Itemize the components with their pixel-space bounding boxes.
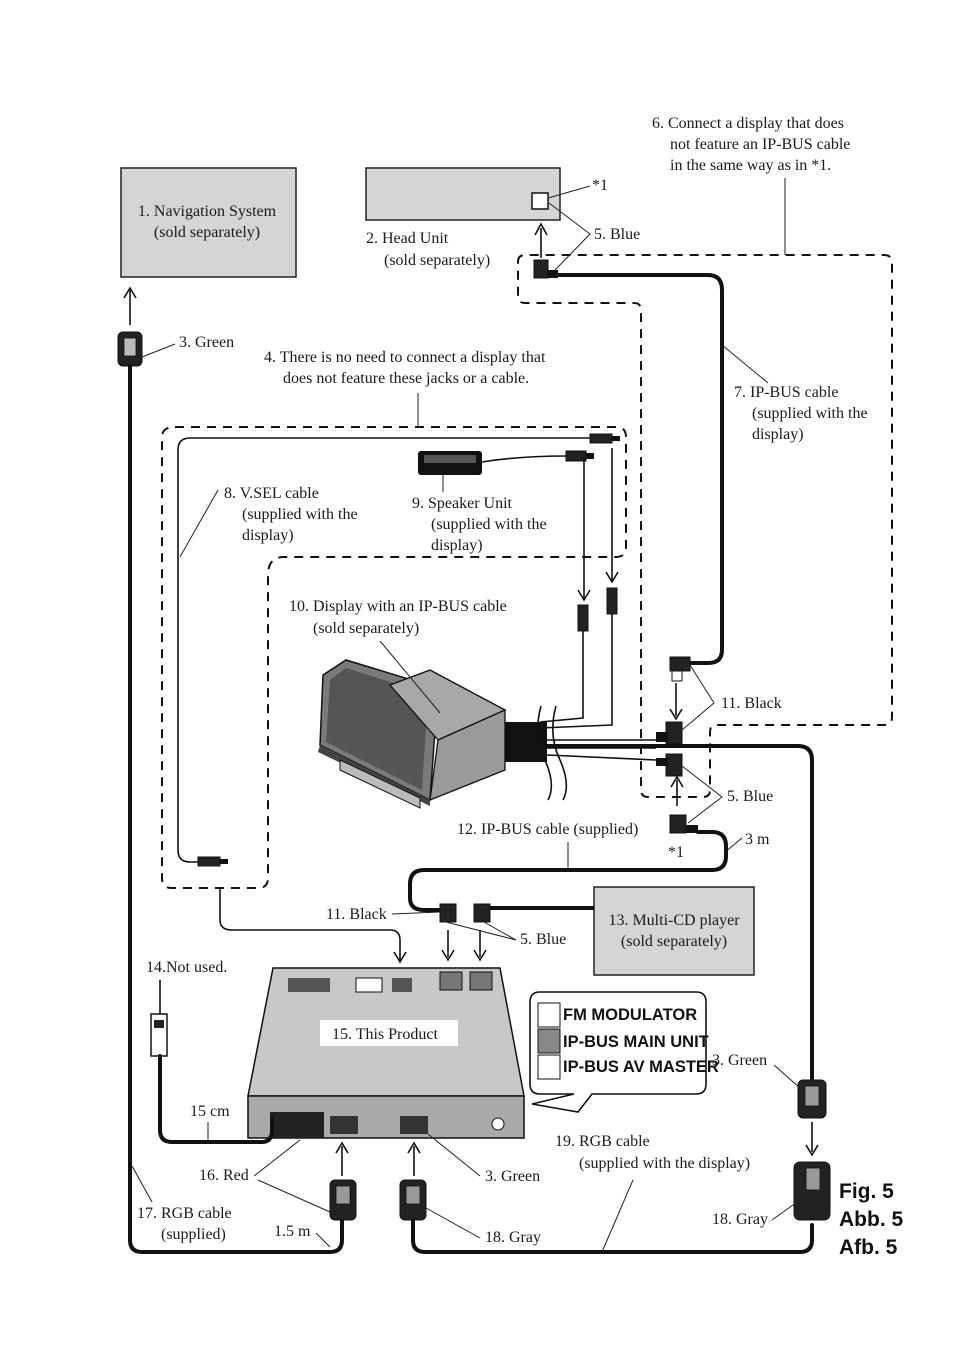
green-rgb-connector-right xyxy=(797,1079,827,1119)
rgb17-l2: (supplied) xyxy=(161,1226,226,1243)
star1-b: *1 xyxy=(668,844,684,861)
vsel-plug-bottom xyxy=(197,856,228,867)
note6-l3: in the same way as in *1. xyxy=(670,157,831,174)
m3-label: 3 m xyxy=(745,831,770,848)
vsel-plug-top xyxy=(589,433,620,444)
red16-label: 16. Red xyxy=(199,1167,249,1184)
this-product xyxy=(247,967,525,1139)
display-jack-a xyxy=(577,604,589,632)
gray-rgb-connector-product xyxy=(399,1179,427,1221)
note6-l2: not feature an IP-BUS cable xyxy=(670,136,850,153)
star1-a: *1 xyxy=(592,177,608,194)
green3-a: 3. Green xyxy=(179,334,234,351)
rgb19-l1: 19. RGB cable xyxy=(555,1133,650,1150)
rgb-cable-19-lower xyxy=(411,1218,814,1254)
ipbus7-l2: (supplied with the xyxy=(752,405,868,422)
product15-label: 15. This Product xyxy=(332,1026,438,1043)
nav-label: 1. Navigation System xyxy=(138,203,277,220)
gray-rgb-connector-right xyxy=(793,1161,831,1221)
display-unit xyxy=(318,659,547,809)
ipbus7-l1: 7. IP-BUS cable xyxy=(734,384,838,401)
fig-label: Fig. 5 xyxy=(839,1180,894,1203)
note4-l1: 4. There is no need to connect a display… xyxy=(264,349,546,366)
blue5-a: 5. Blue xyxy=(594,226,640,243)
blue5-b: 5. Blue xyxy=(727,788,773,805)
speaker-cable xyxy=(481,455,569,463)
green3-b: 3. Green xyxy=(485,1168,540,1185)
blue-connector-lower xyxy=(669,814,698,834)
display-cable-blue xyxy=(546,754,657,761)
green3-c: 3. Green xyxy=(712,1052,767,1069)
spk9-l3: display) xyxy=(431,537,483,554)
disp10-l2: (sold separately) xyxy=(313,620,419,637)
multi-cd-player-box xyxy=(593,886,755,976)
nav-note: (sold separately) xyxy=(154,224,260,241)
head-unit-jack xyxy=(531,192,549,210)
head-note: (sold separately) xyxy=(384,252,490,269)
gray18-a: 18. Gray xyxy=(485,1229,541,1246)
dashed-region-optional-jacks xyxy=(161,426,627,889)
unused-cable xyxy=(158,1054,274,1144)
spk9-l2: (supplied with the xyxy=(431,516,547,533)
red-rgb-connector xyxy=(329,1179,357,1221)
switch-av-box xyxy=(537,1054,561,1080)
blue5-c: 5. Blue xyxy=(520,931,566,948)
afb-label: Afb. 5 xyxy=(839,1236,898,1259)
product-label-box xyxy=(320,1020,458,1046)
disp10-l1: 10. Display with an IP-BUS cable xyxy=(289,598,507,615)
blue-connector-product xyxy=(473,903,594,923)
rgb19-l2: (supplied with the display) xyxy=(579,1155,750,1172)
green-rgb-connector-nav xyxy=(117,331,143,367)
ipbus12-label: 12. IP-BUS cable (supplied) xyxy=(457,821,638,838)
black-connector-product xyxy=(439,903,457,923)
display-jack-b xyxy=(606,587,618,615)
vsel8-l3: display) xyxy=(242,527,294,544)
abb-label: Abb. 5 xyxy=(839,1208,903,1231)
switch-callout xyxy=(529,991,707,1113)
vsel-cable xyxy=(177,437,602,863)
switch-main: IP-BUS MAIN UNIT xyxy=(563,1033,709,1051)
blue-connector-head xyxy=(533,259,558,279)
black11-b: 11. Black xyxy=(326,906,387,923)
cm15-label: 15 cm xyxy=(190,1103,230,1120)
m15-label: 1.5 m xyxy=(274,1223,311,1240)
cd-note: (sold separately) xyxy=(621,933,727,950)
switch-fm: FM MODULATOR xyxy=(563,1006,697,1024)
vsel8-l2: (supplied with the xyxy=(242,506,358,523)
unused-plug xyxy=(150,1013,168,1057)
rgb17-l1: 17. RGB cable xyxy=(137,1205,232,1222)
switch-fm-box xyxy=(537,1002,561,1028)
gray18-b: 18. Gray xyxy=(712,1211,768,1228)
note6-l1: 6. Connect a display that does xyxy=(652,115,844,132)
spk9-l1: 9. Speaker Unit xyxy=(412,495,513,512)
navigation-system-box xyxy=(120,167,297,278)
switch-av: IP-BUS AV MASTER xyxy=(563,1058,719,1076)
ipbus7-l3: display) xyxy=(752,426,804,443)
black-connector-upper xyxy=(669,656,691,682)
switch-main-box xyxy=(537,1028,561,1054)
rgb-cable-17 xyxy=(128,364,344,1254)
speaker-plug xyxy=(565,450,594,462)
ipbus-cable-7 xyxy=(556,273,724,665)
black11-a: 11. Black xyxy=(721,695,782,712)
speaker-unit xyxy=(418,451,482,475)
cd-label: 13. Multi-CD player xyxy=(608,912,740,929)
dashed-region-no-ipbus-display xyxy=(517,254,893,798)
note4-l2: does not feature these jacks or a cable. xyxy=(283,370,529,387)
vsel8-l1: 8. V.SEL cable xyxy=(224,485,319,502)
head-unit-box xyxy=(365,167,561,221)
rgb-cable-19 xyxy=(545,744,814,1082)
black-connector-lower xyxy=(656,721,683,745)
blue-connector-upper xyxy=(656,753,683,777)
head-label: 2. Head Unit xyxy=(366,230,449,247)
notused14: 14.Not used. xyxy=(146,959,227,976)
